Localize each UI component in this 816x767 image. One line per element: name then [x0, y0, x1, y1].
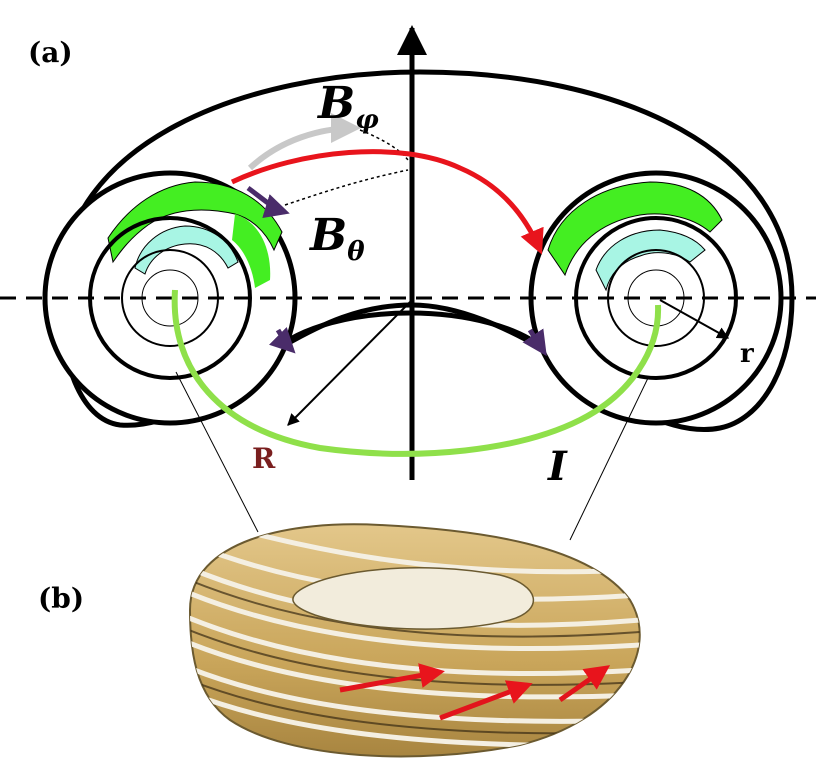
- b-phi-grey-arrow: [247, 113, 361, 171]
- right-green-band: [547, 181, 723, 277]
- b-phi-label: Bφ: [316, 78, 379, 135]
- panel-a: (a) Bφ Bθ R r I: [0, 25, 816, 541]
- leader-line-left: [175, 371, 259, 533]
- b-theta-purple-arrow: [246, 185, 290, 219]
- minor-radius-arrow: [659, 299, 730, 339]
- minor-radius-label: r: [740, 339, 754, 369]
- major-radius-label: R: [252, 442, 276, 475]
- panel-b: (b): [38, 523, 641, 758]
- b-theta-label: Bθ: [308, 210, 365, 267]
- major-radius-arrow: [287, 301, 411, 426]
- torus-arrow-3: [558, 665, 611, 703]
- left-green-band: [107, 181, 283, 264]
- torus-arrow-1: [339, 663, 445, 693]
- leader-line-right: [569, 377, 649, 541]
- curved-arrow-icon: [230, 149, 544, 255]
- twisted-torus-icon: [188, 523, 641, 758]
- purple-arrow-left-lower: [269, 327, 296, 354]
- current-label: I: [547, 443, 568, 490]
- plasma-current-line: [171, 289, 662, 457]
- dotted-helper-line: [284, 129, 409, 206]
- panel-a-label: (a): [28, 36, 73, 69]
- torus-arrow-2: [439, 680, 533, 721]
- panel-b-label: (b): [38, 582, 84, 615]
- purple-arrow-right-lower: [522, 328, 547, 357]
